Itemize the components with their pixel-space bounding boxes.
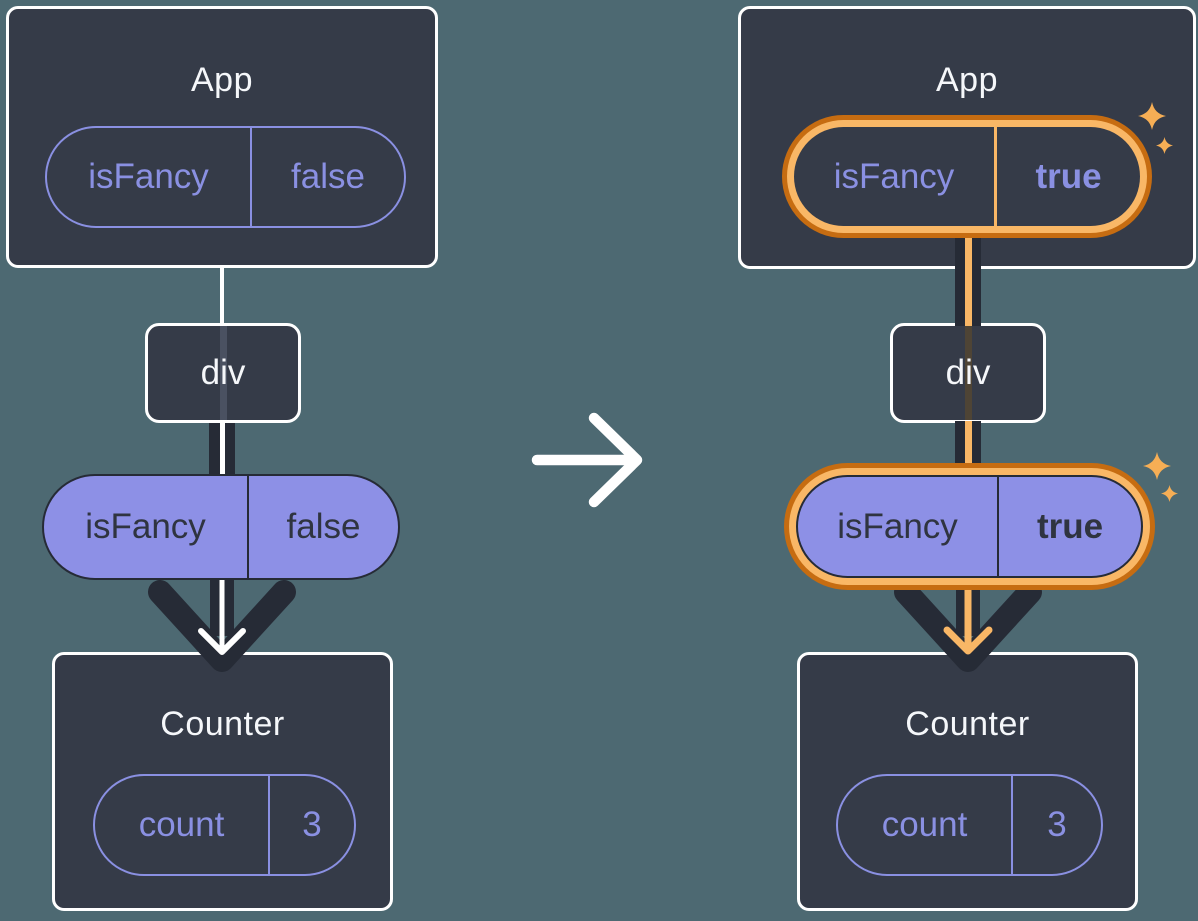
- sparkle-icon: [1143, 452, 1171, 480]
- right-arrow-icon: [531, 412, 643, 508]
- connector-core: [219, 423, 225, 476]
- down-arrow-icon: [148, 574, 296, 672]
- pill-key: isFancy: [794, 127, 997, 226]
- prop-pill-highlighted: isFancy true: [796, 475, 1143, 578]
- div-node-box: div: [890, 323, 1046, 423]
- pill-key: isFancy: [47, 128, 252, 226]
- counter-state-pill: count 3: [836, 774, 1103, 876]
- div-node-box: div: [145, 323, 301, 423]
- sparkle-icon: [1138, 102, 1166, 130]
- sparkle-icon: [1161, 485, 1178, 502]
- pill-value: 3: [302, 805, 322, 844]
- pill-value: true: [1035, 156, 1102, 196]
- div-label: div: [945, 353, 991, 392]
- counter-title: Counter: [905, 705, 1030, 743]
- pill-key: isFancy: [44, 476, 249, 578]
- connector-core: [964, 234, 972, 326]
- connector-line: [209, 423, 235, 476]
- app-state-pill-highlighted: isFancy true: [794, 127, 1140, 226]
- connector-line: [220, 266, 224, 326]
- pill-value: true: [1036, 506, 1104, 546]
- pill-value: 3: [1047, 805, 1067, 844]
- connector-line: [955, 421, 981, 476]
- counter-title: Counter: [160, 705, 285, 743]
- app-title: App: [191, 61, 253, 99]
- pill-key: count: [95, 776, 270, 874]
- pill-value: false: [291, 157, 365, 196]
- pill-value: false: [286, 507, 361, 546]
- div-label: div: [200, 353, 246, 392]
- down-arrow-icon: [894, 574, 1042, 672]
- counter-component-box: Counter count 3: [797, 652, 1138, 911]
- counter-component-box: Counter count 3: [52, 652, 393, 911]
- connector-core: [964, 421, 972, 476]
- pass-through-stripe: [965, 326, 972, 420]
- counter-state-pill: count 3: [93, 774, 356, 876]
- app-state-pill: isFancy false: [45, 126, 406, 228]
- pill-key: isFancy: [798, 477, 999, 576]
- pass-through-stripe: [220, 326, 227, 420]
- connector-line: [955, 234, 981, 326]
- app-component-box: App isFancy false: [6, 6, 438, 268]
- sparkle-icon: [1156, 137, 1173, 154]
- prop-pill: isFancy false: [42, 474, 400, 580]
- app-title: App: [936, 61, 998, 99]
- pill-key: count: [838, 776, 1013, 874]
